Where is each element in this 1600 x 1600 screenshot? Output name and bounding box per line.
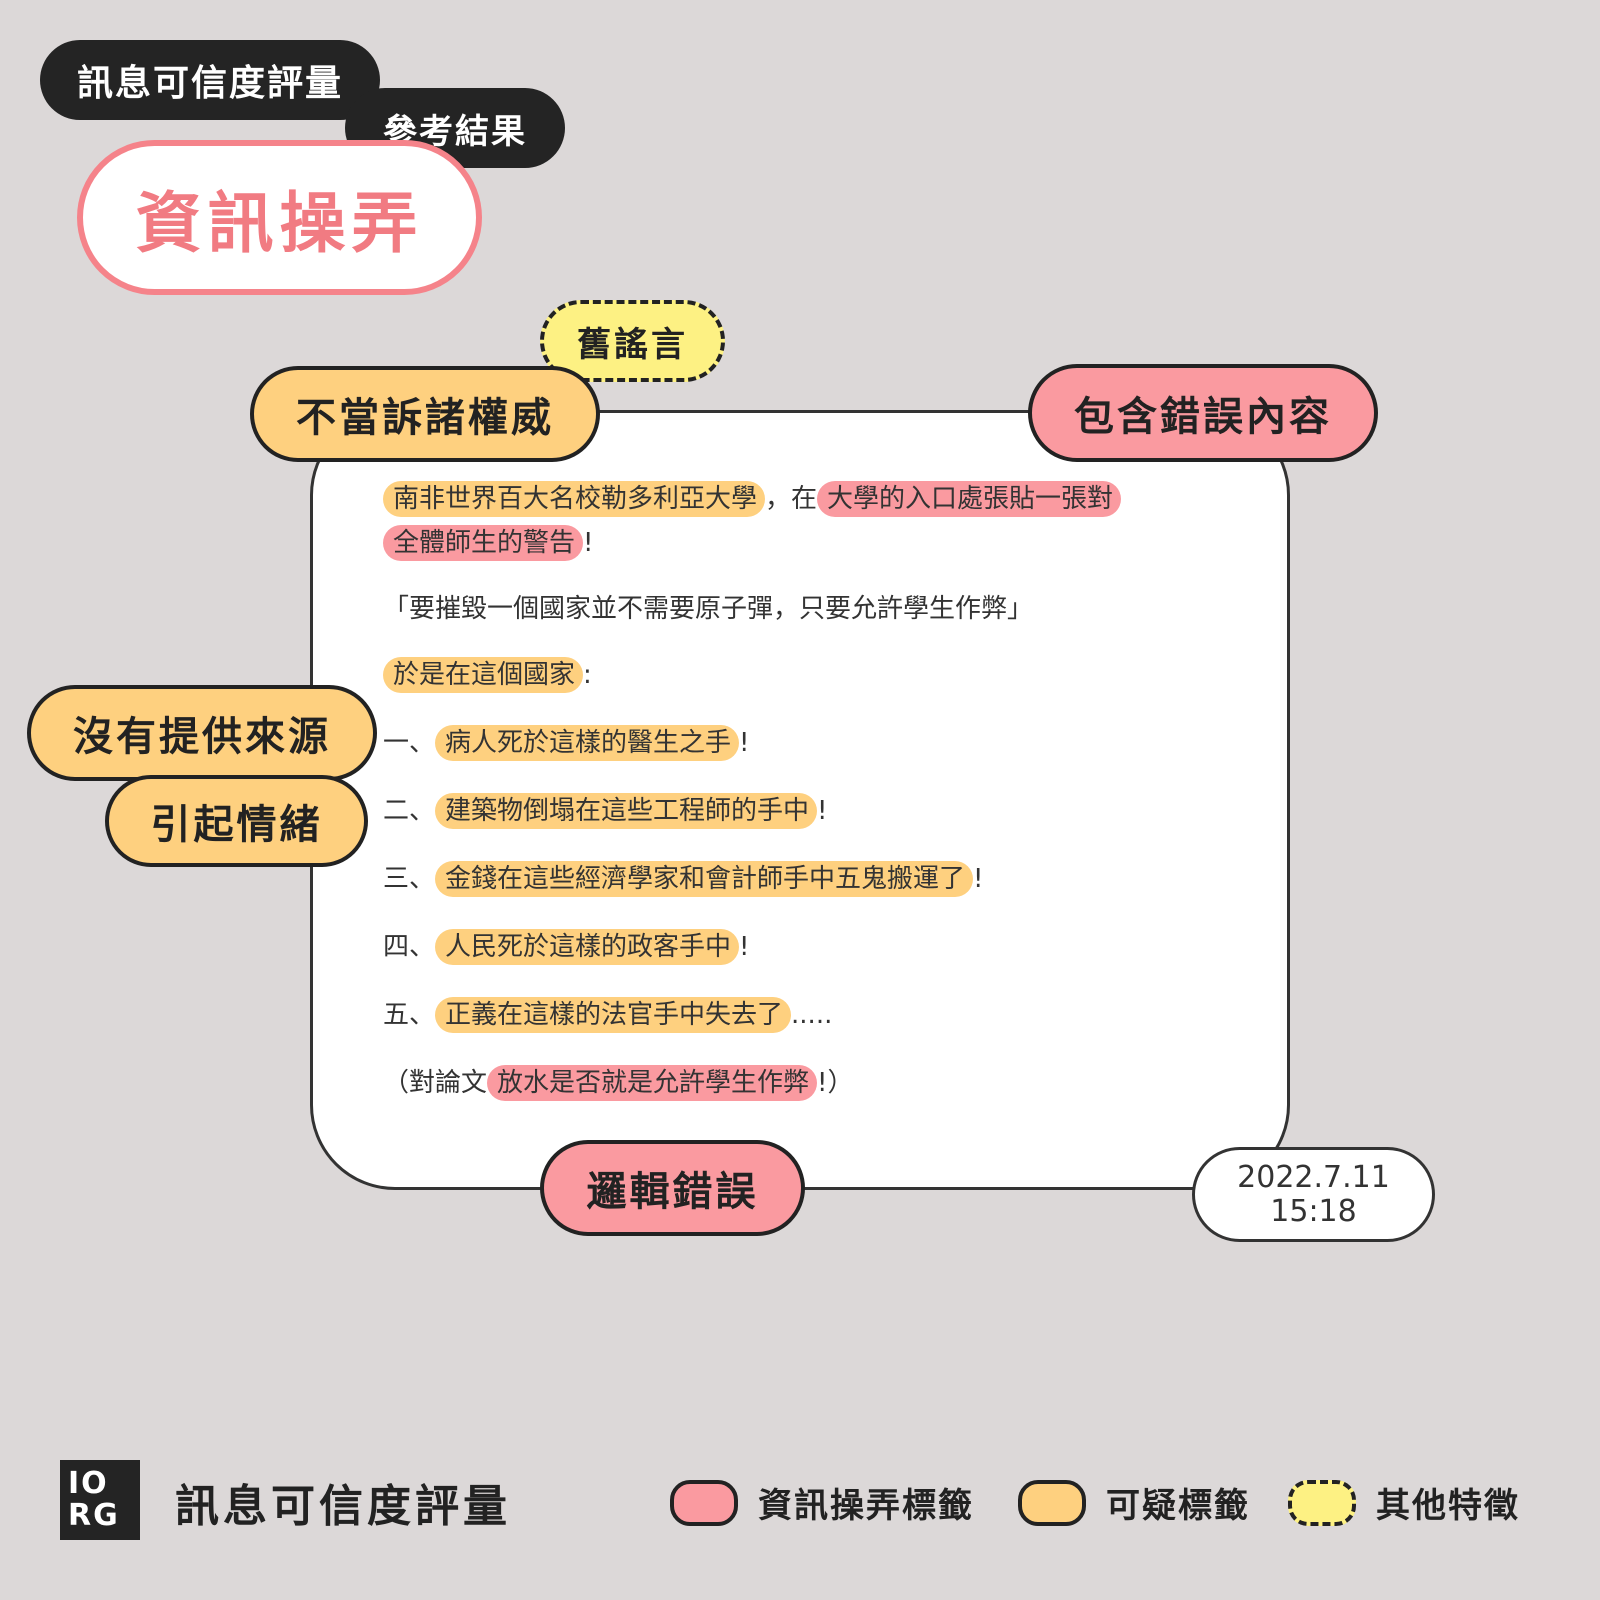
text-segment: !） [817, 1068, 854, 1098]
legend-label: 可疑標籤 [1106, 1486, 1250, 1526]
text-segment: ! [583, 528, 594, 558]
text-segment: : [583, 660, 592, 690]
label-false-content: 包含錯誤內容 [1028, 364, 1378, 462]
legend-item-manipulation: 資訊操弄標籤 [670, 1478, 974, 1527]
text-segment: ，在 [765, 484, 818, 514]
message-line-10: （對論文放水是否就是允許學生作弊!） [383, 1062, 854, 1101]
legend-item-other: 其他特徵 [1288, 1478, 1520, 1527]
list-suffix: ..... [791, 1000, 833, 1030]
list-suffix: ! [973, 864, 984, 894]
highlight-emotional: 建築物倒塌在這些工程師的手中 [435, 793, 818, 829]
logo-bottom: RG [68, 1498, 120, 1533]
verdict-badge: 資訊操弄 [77, 140, 482, 295]
message-line-4: 於是在這個國家: [383, 654, 592, 693]
label-old-rumor: 舊謠言 [540, 300, 725, 382]
label-emotional: 引起情緒 [105, 775, 368, 867]
highlight-emotional: 正義在這樣的法官手中失去了 [435, 997, 792, 1033]
title-tag: 訊息可信度評量 [40, 40, 380, 120]
highlight-emotional: 病人死於這樣的醫生之手 [435, 725, 740, 761]
timestamp-time: 15:18 [1270, 1193, 1357, 1229]
text-segment: （對論文 [383, 1068, 488, 1098]
message-card: 南非世界百大名校勒多利亞大學，在大學的入口處張貼一張對 全體師生的警告! 「要摧… [310, 410, 1290, 1190]
list-suffix: ! [739, 728, 750, 758]
list-item: 三、金錢在這些經濟學家和會計師手中五鬼搬運了! [383, 858, 984, 897]
highlight-false-content: 全體師生的警告 [383, 525, 584, 561]
highlight-emotional: 於是在這個國家 [383, 657, 584, 693]
list-item: 一、病人死於這樣的醫生之手! [383, 722, 750, 761]
highlight-emotional: 金錢在這些經濟學家和會計師手中五鬼搬運了 [435, 861, 974, 897]
quote-text: 「要摧毀一個國家並不需要原子彈，只要允許學生作弊」 [383, 594, 1034, 624]
list-item: 五、正義在這樣的法官手中失去了..... [383, 994, 833, 1033]
message-body: 南非世界百大名校勒多利亞大學，在大學的入口處張貼一張對 全體師生的警告! 「要摧… [383, 478, 1243, 1158]
legend-swatch-orange [1018, 1479, 1086, 1526]
message-line-2: 全體師生的警告! [383, 522, 594, 561]
list-item: 四、人民死於這樣的政客手中! [383, 926, 750, 965]
legend-swatch-red [670, 1479, 738, 1526]
list-suffix: ! [817, 796, 828, 826]
label-appeal-authority: 不當訴諸權威 [250, 366, 600, 462]
legend-label: 資訊操弄標籤 [758, 1486, 974, 1526]
iorg-logo: IO RG [60, 1460, 140, 1540]
list-suffix: ! [739, 932, 750, 962]
message-line-1: 南非世界百大名校勒多利亞大學，在大學的入口處張貼一張對 [383, 478, 1122, 517]
timestamp-date: 2022.7.11 [1237, 1159, 1390, 1195]
list-prefix: 三、 [383, 864, 436, 894]
highlight-emotional: 人民死於這樣的政客手中 [435, 929, 740, 965]
list-prefix: 二、 [383, 796, 436, 826]
highlight-authority: 南非世界百大名校勒多利亞大學 [383, 481, 766, 517]
footer-brand: 訊息可信度評量 [175, 1481, 511, 1532]
legend-item-suspicious: 可疑標籤 [1018, 1478, 1250, 1527]
highlight-logical-error: 放水是否就是允許學生作弊 [487, 1065, 818, 1101]
logo-top: IO [68, 1466, 109, 1501]
list-prefix: 五、 [383, 1000, 436, 1030]
label-no-source: 沒有提供來源 [27, 685, 377, 781]
highlight-false-content: 大學的入口處張貼一張對 [817, 481, 1122, 517]
legend-label: 其他特徵 [1376, 1486, 1520, 1526]
legend-swatch-yellow [1288, 1479, 1356, 1526]
list-prefix: 四、 [383, 932, 436, 962]
label-logical-error: 邏輯錯誤 [540, 1140, 805, 1236]
timestamp-badge: 2022.7.11 15:18 [1192, 1147, 1435, 1242]
list-item: 二、建築物倒塌在這些工程師的手中! [383, 790, 828, 829]
list-prefix: 一、 [383, 728, 436, 758]
message-line-3: 「要摧毀一個國家並不需要原子彈，只要允許學生作弊」 [383, 588, 1033, 625]
